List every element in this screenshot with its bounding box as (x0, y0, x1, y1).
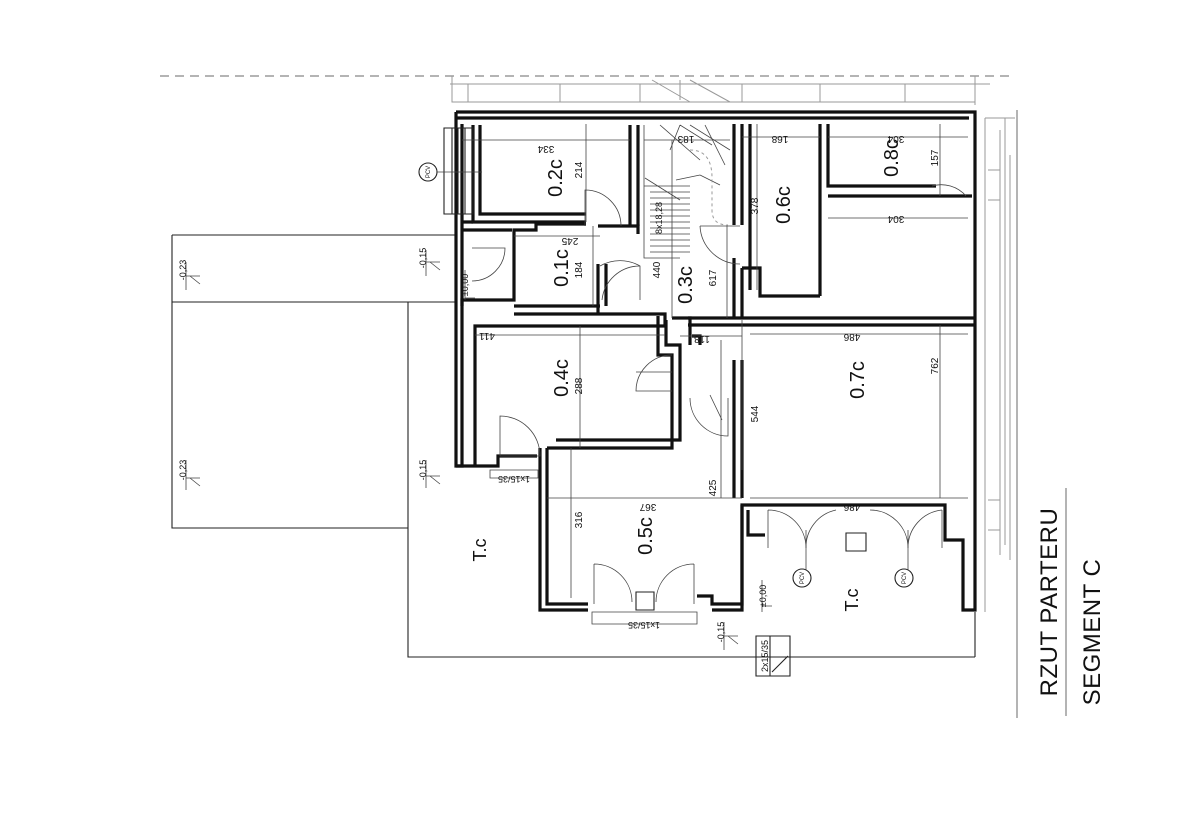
svg-text:-0,15: -0,15 (716, 622, 726, 643)
room-label-0.6c: 0.6c (773, 186, 795, 224)
pcv-marker: PCV (792, 568, 812, 588)
dim-183: 183 (677, 133, 694, 144)
room-label-0.5c: 0.5c (635, 517, 657, 555)
level-marker: -0,15 (418, 460, 441, 488)
level-marker: -0,15 (418, 248, 441, 276)
dim-425: 425 (708, 479, 719, 496)
room-label-0.3c: 0.3c (675, 266, 697, 304)
room-label-0.8c: 0.8c (881, 139, 903, 177)
pcv-marker: PCV (894, 568, 914, 588)
dim-411: 411 (479, 330, 495, 341)
dim-304a: 304 (887, 133, 904, 144)
terrace-label-left: T.c (470, 538, 490, 561)
dim-378: 378 (750, 197, 761, 214)
context-lines (160, 75, 1015, 612)
level-marker: -0,23 (178, 460, 201, 490)
dim-157: 157 (930, 149, 941, 166)
dim-316: 316 (574, 511, 585, 528)
dimension-lines (462, 124, 968, 625)
svg-text:PCV: PCV (902, 572, 908, 584)
dim-118: 118 (694, 333, 710, 344)
room-labels: 0.2c 0.1c 0.3c 0.6c 0.8c 0.4c 0.7c 0.5c … (470, 139, 903, 611)
svg-text:PCV: PCV (426, 166, 432, 178)
room-label-0.4c: 0.4c (551, 359, 573, 397)
dim-304b: 304 (887, 213, 904, 224)
room-label-0.1c: 0.1c (551, 249, 573, 287)
dim-334: 334 (537, 143, 554, 154)
stair-steps-note: 8x18,28 (654, 202, 664, 234)
title-line-2: SEGMENT C (1079, 559, 1106, 706)
doors (471, 184, 967, 611)
dim-288: 288 (574, 377, 585, 394)
dim-367: 367 (639, 501, 656, 512)
room-label-0.2c: 0.2c (545, 159, 567, 197)
stair-note-2: 1x15/35 (628, 620, 660, 630)
drawing-title: RZUT PARTERU SEGMENT C (1036, 488, 1106, 716)
pcv-markers: PCV PCV PCV (418, 162, 914, 588)
dim-617: 617 (708, 269, 719, 286)
level-marker: -0,23 (178, 260, 201, 290)
svg-text:±0,00: ±0,00 (460, 274, 470, 296)
svg-text:-0,23: -0,23 (178, 460, 188, 481)
dim-184: 184 (574, 261, 585, 278)
svg-text:PCV: PCV (800, 572, 806, 584)
stair-notes: 1x15/35 1x15/35 2x15/35 (498, 474, 791, 677)
interior-walls (460, 124, 975, 498)
stair-note-3: 2x15/35 (760, 640, 770, 672)
svg-text:-0,23: -0,23 (178, 260, 188, 281)
svg-text:±0,00: ±0,00 (758, 585, 768, 607)
level-marker: ±0,00 (758, 580, 772, 612)
svg-text:-0,15: -0,15 (418, 460, 428, 481)
dim-214: 214 (574, 161, 585, 178)
dim-486a: 486 (843, 331, 860, 342)
pcv-marker: PCV (418, 162, 482, 182)
stair-note-1: 1x15/35 (498, 474, 530, 484)
dim-168: 168 (771, 133, 788, 144)
dim-544: 544 (750, 405, 761, 422)
dim-486b: 486 (843, 501, 860, 512)
svg-text:-0,15: -0,15 (418, 248, 428, 269)
dim-440: 440 (652, 261, 663, 278)
windows (443, 127, 474, 215)
level-marker: ±0,00 (460, 270, 475, 300)
site-outline (171, 110, 1018, 718)
dim-245: 245 (561, 235, 578, 246)
title-line-1: RZUT PARTERU (1036, 508, 1063, 697)
staircase (643, 124, 731, 259)
terrace-label-right: T.c (842, 588, 862, 611)
level-markers: -0,23 -0,15 ±0,00 -0,23 -0,15 ±0,00 -0,1… (178, 248, 772, 650)
dimension-texts: 334 214 183 168 304 157 304 378 245 184 … (479, 133, 941, 528)
room-label-0.7c: 0.7c (847, 361, 869, 399)
dim-762: 762 (930, 357, 941, 374)
level-marker: -0,15 (716, 622, 739, 650)
